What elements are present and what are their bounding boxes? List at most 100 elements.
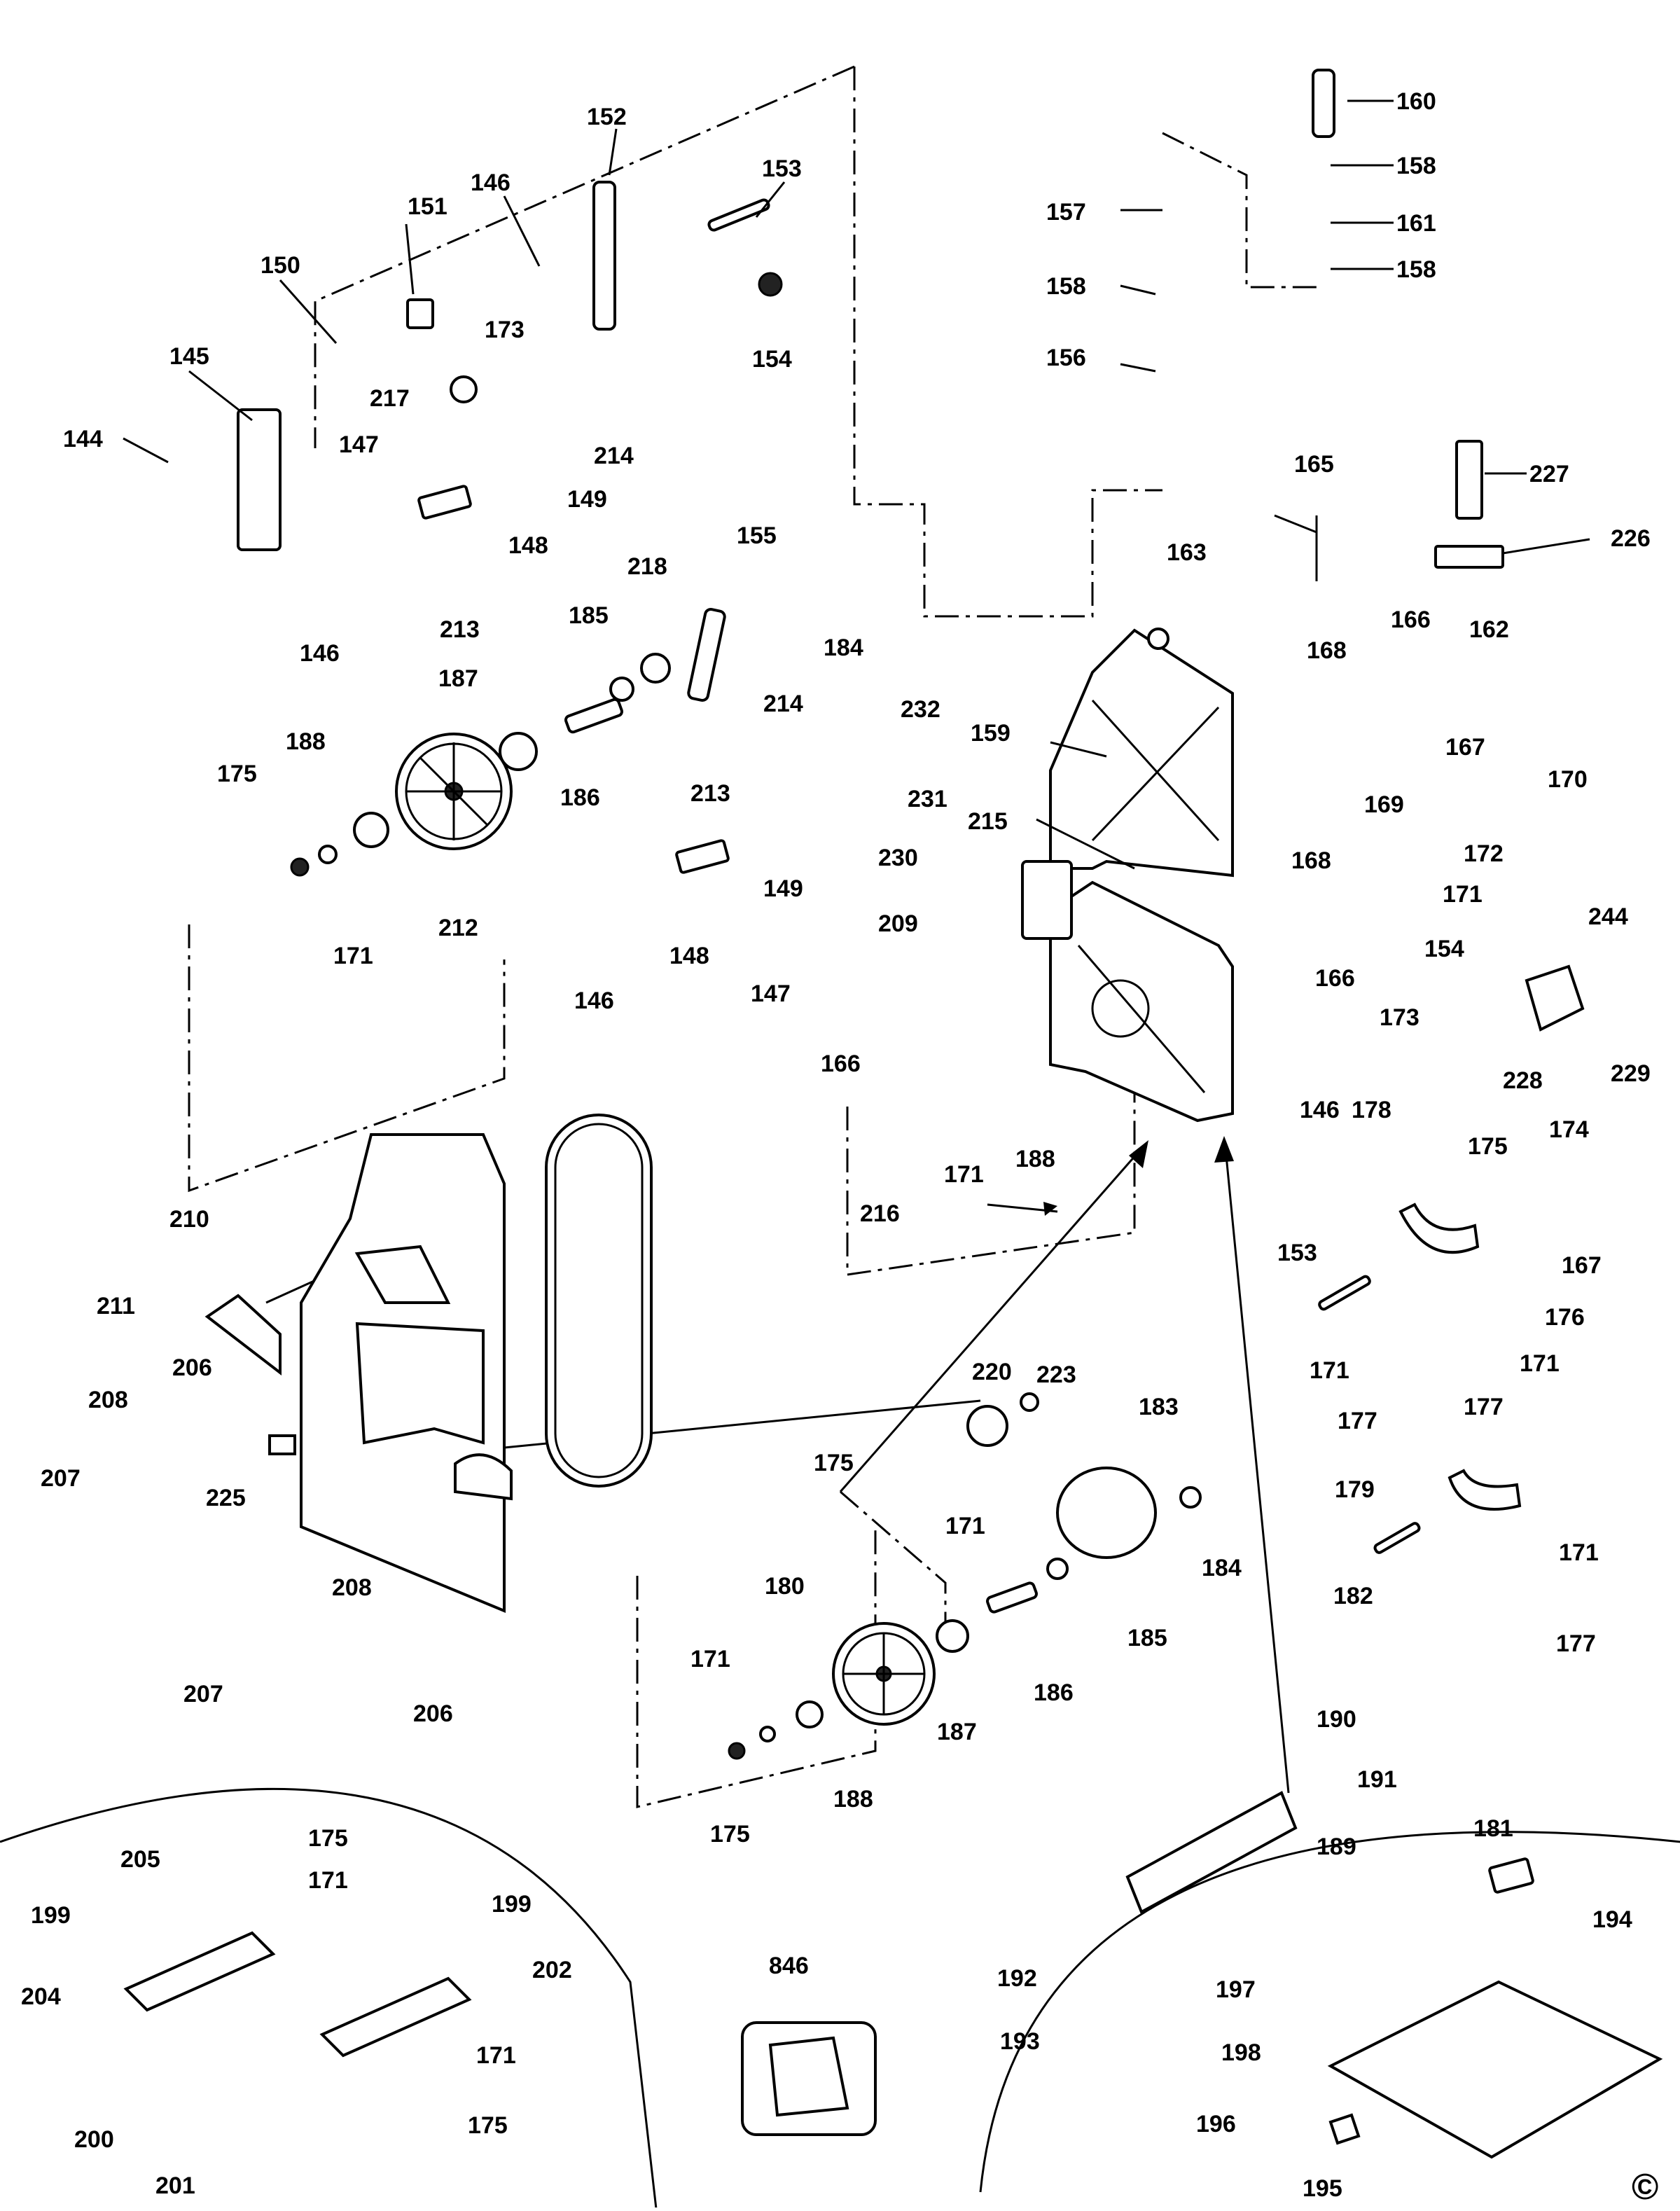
block-202 (319, 1976, 472, 2058)
label-163: 163 (1167, 539, 1207, 566)
drive-parts-group (728, 1392, 1202, 1760)
label-220: 220 (972, 1359, 1012, 1385)
label-182: 182 (1333, 1583, 1373, 1609)
label-200: 200 (74, 2126, 114, 2153)
label-199a: 199 (31, 1902, 71, 1929)
label-225: 225 (206, 1485, 246, 1511)
clip-196 (1328, 2113, 1361, 2145)
label-158b: 158 (1396, 256, 1436, 283)
bearing-188b (796, 1700, 824, 1728)
bracket-151 (406, 298, 434, 329)
label-147a: 147 (339, 431, 379, 458)
label-846: 846 (769, 1953, 809, 1979)
label-171f: 171 (944, 1161, 984, 1188)
table-194 (1327, 1980, 1663, 2159)
bush-184 (1179, 1486, 1202, 1509)
switch-box (1021, 860, 1073, 940)
table-inset-right (979, 1791, 1680, 2193)
label-189: 189 (1317, 1834, 1356, 1860)
label-171c: 171 (1520, 1350, 1560, 1377)
bearing-187b (936, 1619, 969, 1653)
nut-175 (290, 857, 310, 877)
label-171g: 171 (945, 1513, 985, 1539)
label-153: 153 (762, 155, 802, 182)
label-196: 196 (1196, 2111, 1236, 2137)
label-150: 150 (261, 252, 300, 279)
label-180: 180 (765, 1573, 805, 1600)
label-153b: 153 (1277, 1240, 1317, 1266)
label-184b: 184 (1202, 1555, 1242, 1581)
label-185a: 185 (569, 602, 609, 629)
label-201: 201 (155, 2172, 195, 2199)
label-181: 181 (1473, 1815, 1513, 1842)
lower-cover-210 (204, 1133, 513, 1613)
label-148a: 148 (508, 532, 548, 559)
guard-bar-152 (592, 181, 616, 331)
boss-163 (1147, 628, 1169, 650)
label-229: 229 (1611, 1060, 1651, 1087)
label-194: 194 (1592, 1906, 1632, 1933)
ring-185 (609, 677, 634, 702)
label-187b: 187 (937, 1719, 977, 1745)
bearing-187 (499, 732, 538, 771)
label-176: 176 (1545, 1304, 1585, 1331)
label-213a: 213 (440, 616, 480, 643)
label-154b: 154 (1424, 936, 1464, 962)
label-188c: 188 (833, 1786, 873, 1813)
bolt-160 (1312, 69, 1335, 138)
label-175b: 175 (217, 761, 257, 787)
label-178: 178 (1352, 1097, 1391, 1123)
label-158c: 158 (1046, 273, 1086, 300)
label-171e: 171 (333, 943, 373, 969)
label-171i: 171 (308, 1867, 348, 1894)
label-168a: 168 (1307, 637, 1347, 664)
seal-218 (640, 653, 671, 684)
label-159: 159 (971, 720, 1011, 747)
washer-223 (1020, 1392, 1039, 1412)
label-146b: 146 (300, 640, 340, 667)
copyright-symbol: © (1632, 2167, 1658, 2207)
knob-154 (758, 272, 783, 297)
label-213b: 213 (690, 780, 730, 807)
label-216: 216 (860, 1200, 900, 1227)
label-183: 183 (1139, 1394, 1179, 1420)
label-173b: 173 (1380, 1004, 1419, 1031)
label-148b: 148 (669, 943, 709, 969)
label-195: 195 (1303, 2175, 1342, 2202)
label-175a: 175 (1468, 1133, 1508, 1160)
label-174: 174 (1549, 1116, 1589, 1143)
label-208b: 208 (332, 1574, 372, 1601)
label-172: 172 (1464, 840, 1504, 867)
window-211 (204, 1294, 282, 1376)
label-198: 198 (1221, 2039, 1261, 2066)
rod-182 (1373, 1522, 1421, 1554)
label-160: 160 (1396, 88, 1436, 115)
label-184a: 184 (824, 635, 863, 661)
guide-block-148b (675, 839, 730, 874)
label-175e: 175 (308, 1825, 348, 1852)
label-214a: 214 (594, 443, 634, 469)
label-232: 232 (901, 696, 940, 723)
label-149a: 149 (567, 486, 607, 513)
label-185b: 185 (1127, 1625, 1167, 1651)
label-177a: 177 (1338, 1408, 1377, 1434)
washer-171b (759, 1726, 776, 1742)
label-205: 205 (120, 1846, 160, 1873)
rod-153b (1318, 1275, 1371, 1311)
label-146d: 146 (1300, 1097, 1340, 1123)
blade-loop (545, 1114, 653, 1488)
label-149b: 149 (763, 875, 803, 902)
label-167a: 167 (1445, 734, 1485, 761)
pulley-220 (966, 1405, 1008, 1447)
label-186a: 186 (560, 784, 600, 811)
label-173a: 173 (485, 317, 525, 343)
label-208a: 208 (88, 1387, 128, 1413)
label-179: 179 (1335, 1476, 1375, 1503)
part-labels: 160 158 161 158 157 158 156 227 226 165 … (21, 88, 1658, 2207)
label-167b: 167 (1562, 1252, 1602, 1279)
label-211: 211 (97, 1293, 135, 1319)
label-223: 223 (1036, 1361, 1076, 1388)
label-175d: 175 (710, 1821, 750, 1848)
label-188b: 188 (1015, 1146, 1055, 1172)
